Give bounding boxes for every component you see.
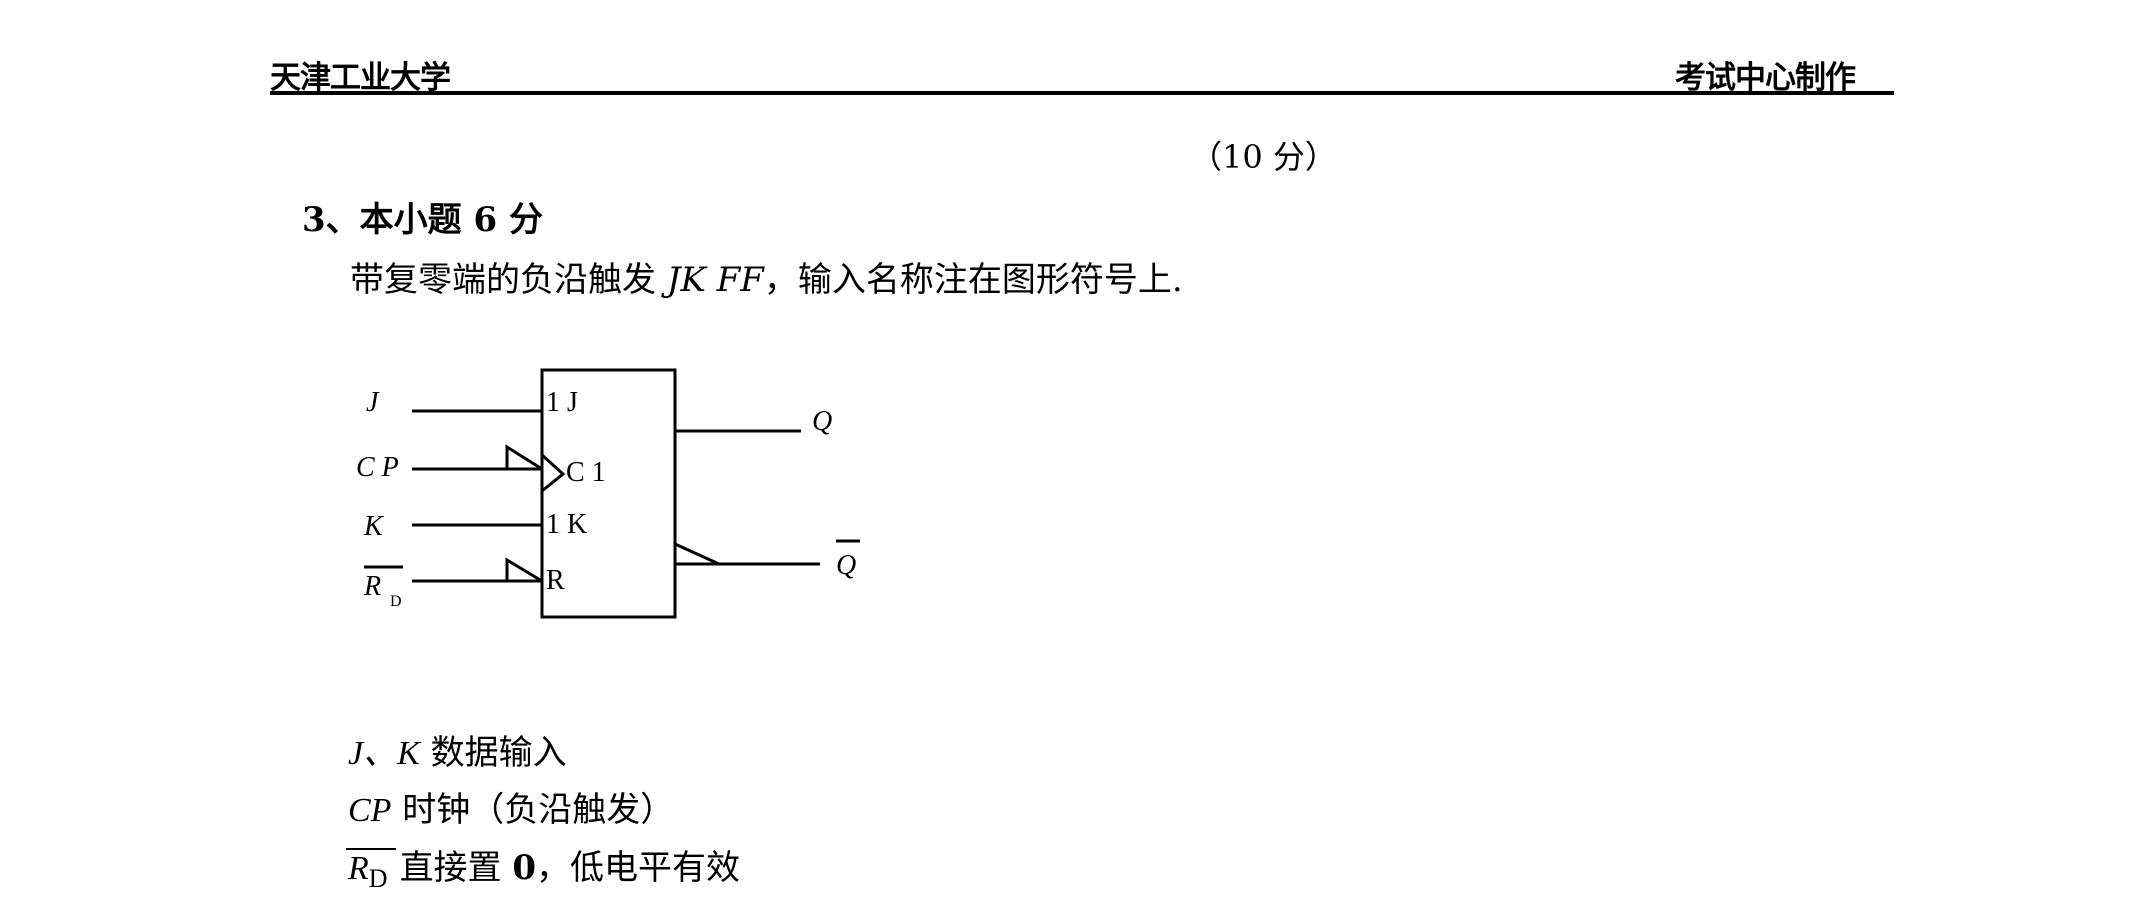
label-j: J xyxy=(366,387,380,418)
legend-rd-symbol-main: R xyxy=(348,850,369,887)
inside-label-c1: C 1 xyxy=(566,457,606,488)
legend-jk: J、K 数据输入 xyxy=(348,725,567,774)
header-exam-center: 考试中心制作 xyxy=(1675,60,1856,96)
inside-label-1j: 1 J xyxy=(546,387,578,418)
header-university: 天津工业大学 xyxy=(270,60,451,96)
desc-italic: JK FF xyxy=(666,260,764,300)
label-q: Q xyxy=(812,406,832,437)
legend-jk-text: 数据输入 xyxy=(419,733,567,773)
legend-cp: CP 时钟（负沿触发） xyxy=(348,782,674,831)
label-rd: R xyxy=(363,571,381,602)
label-rd-sub: D xyxy=(390,593,402,610)
clock-dynamic-indicator xyxy=(540,453,566,493)
flipflop-box xyxy=(540,368,677,619)
legend-jk-symbol: J、K xyxy=(348,735,420,772)
desc-pre: 带复零端的负沿触发 xyxy=(350,260,667,300)
legend-rd-symbol: RD xyxy=(346,848,396,894)
label-cp: C P xyxy=(356,452,399,483)
cp-negation-triangle xyxy=(505,444,543,471)
desc-post: ，输入名称注在图形符号上. xyxy=(763,260,1183,300)
question-description: 带复零端的负沿触发 JK FF，输入名称注在图形符号上. xyxy=(350,252,1183,301)
legend-rd-text-pre: 直接置 xyxy=(399,848,513,888)
legend-rd-text-bold: 0 xyxy=(512,848,537,888)
inside-label-1k: 1 K xyxy=(546,509,587,540)
rd-negation-triangle xyxy=(505,557,543,583)
header-rule xyxy=(270,91,1894,95)
legend-cp-symbol: CP xyxy=(348,792,392,829)
legend-rd-text-post: ，低电平有效 xyxy=(536,848,741,888)
question-title: 3、本小题 6 分 xyxy=(302,200,543,240)
legend-cp-text: 时钟（负沿触发） xyxy=(391,790,675,830)
label-k: K xyxy=(363,511,384,542)
qbar-negation-triangle xyxy=(674,542,720,566)
previous-question-points: （10 分） xyxy=(1190,138,1337,176)
inside-label-r: R xyxy=(546,565,565,596)
label-qbar: Q xyxy=(836,550,856,581)
legend-rd-symbol-sub: D xyxy=(368,863,388,893)
